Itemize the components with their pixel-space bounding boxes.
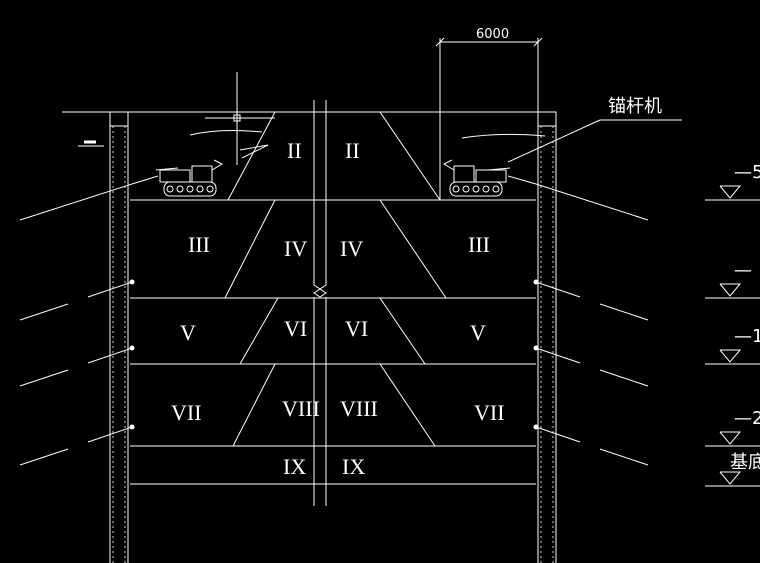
zone-label: VI — [284, 316, 307, 341]
zone-label: VII — [474, 400, 505, 425]
center-column — [313, 100, 327, 506]
zone-label: IX — [342, 454, 365, 479]
crosshair-marker-icon — [189, 72, 275, 165]
elevation-label: — — [734, 260, 752, 281]
zone-label: VII — [171, 400, 202, 425]
left-wall-hatch — [112, 126, 126, 563]
callout-leader — [461, 119, 682, 163]
zone-label: II — [345, 138, 360, 163]
elevation-label: 基底 — [730, 452, 760, 473]
zone-label: IV — [340, 236, 363, 261]
zone-label: V — [180, 320, 196, 345]
right-slope-lines — [379, 111, 447, 447]
callout-label: 锚杆机 — [608, 96, 662, 117]
right-retaining-wall — [537, 111, 557, 563]
zone-label: VI — [345, 316, 368, 341]
surface-note-leader — [62, 111, 110, 147]
left-slope-lines — [224, 111, 279, 447]
zone-label: III — [468, 232, 490, 257]
excavation-layer-lines — [128, 111, 538, 485]
anchor-drilling-rig-left — [131, 159, 224, 197]
dimension-line — [435, 37, 543, 200]
right-anchors — [533, 183, 649, 466]
dimension-label: 6000 — [476, 27, 509, 42]
zone-label: IV — [284, 236, 307, 261]
right-wall-hatch — [540, 126, 554, 563]
elevation-label: —2 — [734, 408, 760, 429]
zone-label: V — [470, 320, 486, 345]
zone-label: VIII — [340, 396, 378, 421]
left-anchors — [19, 183, 135, 466]
elevation-label: —1 — [734, 326, 760, 347]
elevation-label: —5 — [734, 162, 760, 183]
left-retaining-wall — [109, 111, 129, 563]
zone-label: III — [188, 232, 210, 257]
zone-label: II — [287, 138, 302, 163]
elevation-marks — [705, 185, 760, 487]
zone-label: VIII — [282, 396, 320, 421]
anchor-drilling-rig-right — [442, 159, 537, 197]
zone-label: IX — [283, 454, 306, 479]
